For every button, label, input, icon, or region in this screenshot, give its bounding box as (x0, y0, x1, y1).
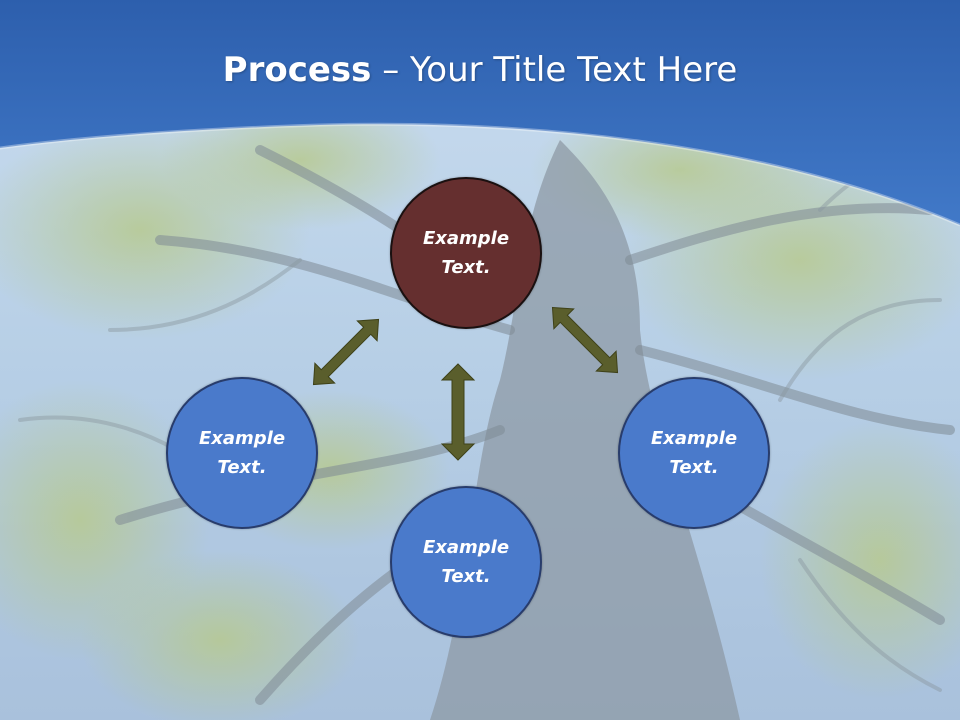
hub-circle: Example Text. (390, 177, 542, 329)
left-text-line1: Example (198, 428, 286, 449)
hub-text-line1: Example (422, 228, 510, 249)
arrow-top-left (312, 318, 380, 386)
arrow-top-right (551, 306, 619, 374)
bottom-circle: Example Text. (390, 486, 542, 638)
left-circle: Example Text. (166, 377, 318, 529)
right-text-line1: Example (650, 428, 738, 449)
title-dash: – (371, 50, 411, 90)
left-text-line2: Text. (217, 457, 267, 478)
title-bold: Process (222, 50, 372, 90)
hub-text-line2: Text. (441, 257, 491, 278)
arrow-top-bottom (440, 363, 476, 461)
title-rest: Your Title Text Here (410, 50, 738, 90)
slide-title: Process – Your Title Text Here (0, 50, 960, 90)
bottom-text-line2: Text. (441, 566, 491, 587)
bottom-text-line1: Example (422, 537, 510, 558)
right-circle: Example Text. (618, 377, 770, 529)
right-text-line2: Text. (669, 457, 719, 478)
